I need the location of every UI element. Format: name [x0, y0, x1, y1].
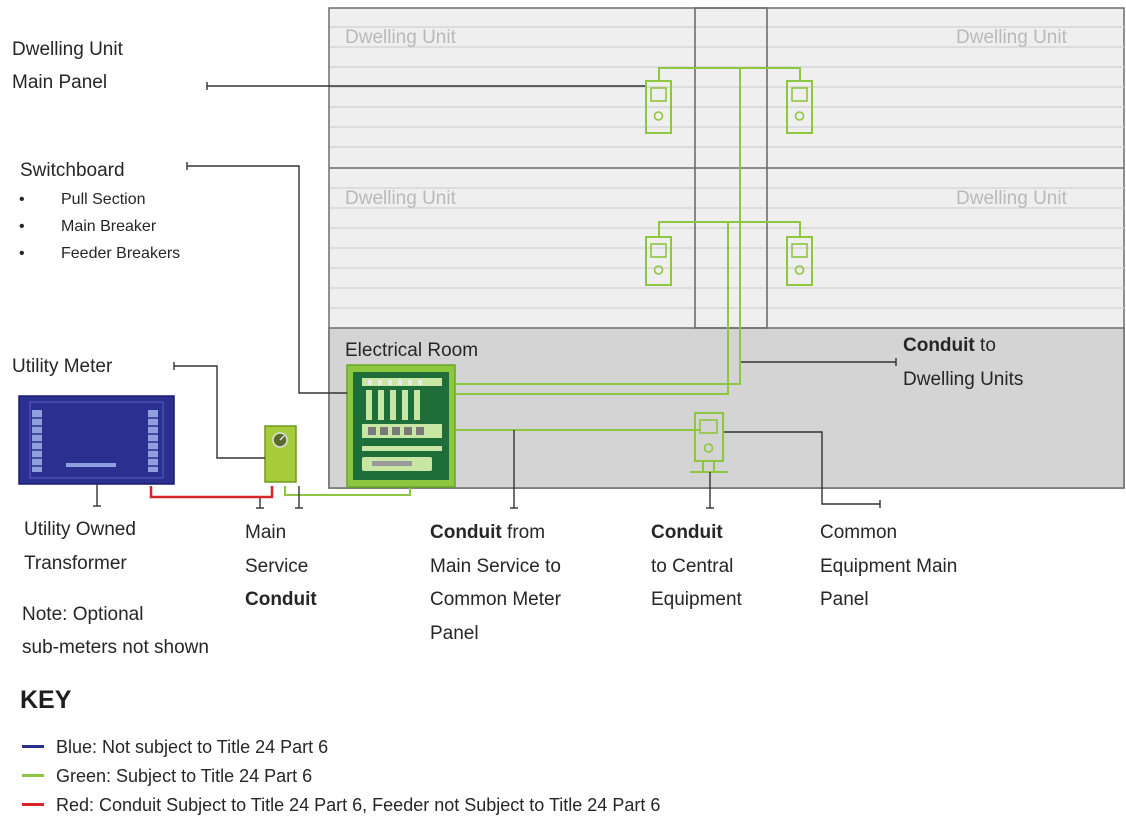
main-service-label-3: Conduit [245, 589, 317, 610]
note-label-1: Note: Optional [22, 604, 144, 625]
key-item-red: Red: Conduit Subject to Title 24 Part 6,… [22, 793, 660, 817]
main-service-label-2: Service [245, 556, 309, 577]
central-shaft [694, 7, 768, 329]
dwelling-unit-label-bl: Dwelling Unit [345, 188, 457, 209]
red-conduit [149, 486, 274, 499]
green-conduits [284, 67, 801, 496]
key-item-green: Green: Subject to Title 24 Part 6 [22, 764, 312, 788]
common-panel-label-1: Common [820, 522, 898, 543]
dwelling-unit-label-tl: Dwelling Unit [345, 27, 457, 48]
switchboard-item-pull-section: Pull Section [19, 187, 145, 212]
switchboard-item-feeder-breakers: Feeder Breakers [19, 241, 180, 266]
dwelling-panel-4 [786, 236, 813, 286]
conduit-main-service-label-1: Conduit from [430, 520, 545, 545]
utility-transformer [18, 395, 175, 485]
common-equipment-panel [690, 412, 728, 473]
switchboard [346, 364, 456, 488]
conduit-dwelling-rest: to [974, 335, 996, 356]
dwelling-main-panel-label-2: Main Panel [12, 72, 108, 93]
key-title: KEY [20, 686, 72, 714]
key-swatch-red [22, 802, 44, 806]
callout-lines [93, 82, 897, 509]
conduit-dwelling-bold: Conduit [903, 335, 975, 356]
key-item-blue: Blue: Not subject to Title 24 Part 6 [22, 735, 328, 759]
building [328, 7, 1125, 489]
switchboard-label: Switchboard [20, 160, 125, 181]
transformer-label-1: Utility Owned [24, 519, 136, 540]
key-text-blue: Blue: Not subject to Title 24 Part 6 [56, 737, 329, 757]
dwelling-panel-1 [645, 80, 672, 134]
common-panel-label-2: Equipment Main [820, 556, 958, 577]
transformer-label-2: Transformer [24, 553, 127, 574]
utility-meter-label: Utility Meter [12, 356, 113, 377]
conduit-main-service-label-3: Common Meter [430, 589, 561, 610]
conduit-main-service-rest: from [501, 522, 546, 543]
utility-meter [264, 425, 297, 483]
note-label-2: sub-meters not shown [22, 637, 209, 658]
dwelling-panel-3 [645, 236, 672, 286]
conduit-main-service-label-2: Main Service to [430, 556, 561, 577]
conduit-central-label-3: Equipment [651, 589, 742, 610]
dwelling-unit-label-tr: Dwelling Unit [956, 27, 1068, 48]
switchboard-item-main-breaker: Main Breaker [19, 214, 156, 239]
dwelling-unit-label-br: Dwelling Unit [956, 188, 1068, 209]
conduit-central-label-1: Conduit [651, 522, 723, 543]
key-text-green: Green: Subject to Title 24 Part 6 [56, 766, 313, 786]
conduit-main-service-bold: Conduit [430, 522, 502, 543]
electrical-room-label: Electrical Room [345, 340, 479, 361]
conduit-dwelling-label-1: Conduit to [903, 333, 996, 358]
dwelling-main-panel-label-1: Dwelling Unit [12, 39, 123, 60]
key-swatch-blue [22, 744, 44, 748]
main-service-label-1: Main [245, 522, 287, 543]
electrical-room-area [328, 327, 1125, 489]
conduit-central-label-2: to Central [651, 556, 734, 577]
key-text-red: Red: Conduit Subject to Title 24 Part 6,… [56, 795, 661, 815]
dwelling-panel-2 [786, 80, 813, 134]
common-panel-label-3: Panel [820, 589, 869, 610]
conduit-main-service-label-4: Panel [430, 623, 479, 644]
conduit-dwelling-label-2: Dwelling Units [903, 369, 1024, 390]
key-swatch-green [22, 773, 44, 777]
